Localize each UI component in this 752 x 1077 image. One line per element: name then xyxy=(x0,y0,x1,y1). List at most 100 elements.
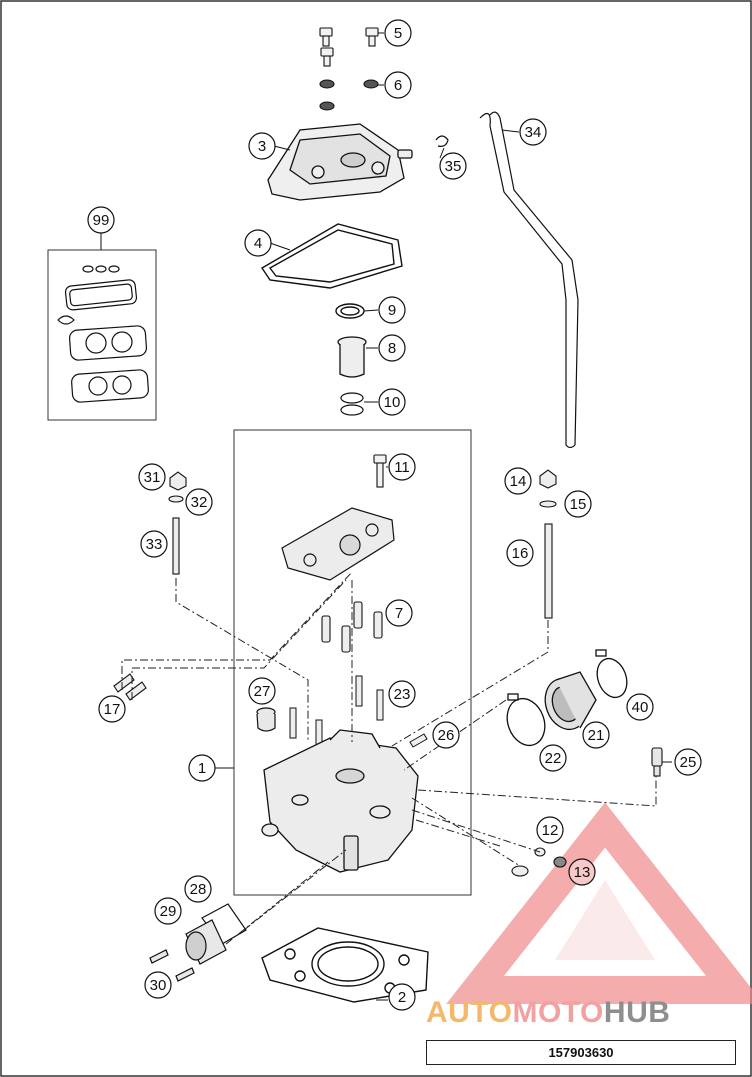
callout-23: 23 xyxy=(388,680,416,708)
cylinder-head-part xyxy=(261,729,419,873)
callout-circle xyxy=(506,539,534,567)
callout-circle xyxy=(388,983,416,1011)
callout-label: 11 xyxy=(394,459,410,476)
bolt-26-part xyxy=(409,733,428,748)
watermark-triangle-logo xyxy=(446,802,752,1004)
callout-label: 12 xyxy=(542,822,559,839)
callout-circle xyxy=(248,677,276,705)
callout-label: 33 xyxy=(146,536,163,553)
intake-boot-part xyxy=(544,671,597,731)
callout-label: 28 xyxy=(190,881,207,898)
callout-circle xyxy=(626,693,654,721)
callout-27: 27 xyxy=(248,677,276,705)
callout-circle xyxy=(388,453,416,481)
head-gasket-part xyxy=(261,927,429,1003)
callout-7: 7 xyxy=(385,599,413,627)
callout-label: 6 xyxy=(394,77,402,94)
callout-circle xyxy=(378,296,406,324)
callout-circle xyxy=(144,971,172,999)
clamp-40-part xyxy=(595,649,628,699)
washer-6-parts xyxy=(319,79,379,111)
callout-label: 34 xyxy=(525,124,542,141)
callout-label: 15 xyxy=(570,496,587,513)
callout-label: 16 xyxy=(512,545,529,562)
callout-circle xyxy=(248,132,276,160)
callout-circle xyxy=(439,152,467,180)
callout-circle xyxy=(384,19,412,47)
callout-circle xyxy=(519,118,547,146)
callout-circle xyxy=(536,816,564,844)
callout-circle xyxy=(385,599,413,627)
breather-hose-part xyxy=(479,111,579,449)
reference-number: 157903630 xyxy=(548,1045,614,1060)
head-assembly-box xyxy=(233,429,472,896)
callout-9: 9 xyxy=(378,296,406,324)
callout-11: 11 xyxy=(388,453,416,481)
callout-circle xyxy=(98,695,126,723)
callout-26: 26 xyxy=(432,721,460,749)
callout-2: 2 xyxy=(388,983,416,1011)
callout-label: 14 xyxy=(510,473,527,490)
callout-circle xyxy=(138,463,166,491)
callout-circle xyxy=(384,71,412,99)
callout-label: 8 xyxy=(388,340,396,357)
callout-label: 26 xyxy=(438,727,455,744)
guide-7-parts xyxy=(321,601,383,653)
callout-label: 2 xyxy=(398,989,406,1006)
camshaft-bracket-part xyxy=(281,507,395,581)
clamp-22-part xyxy=(506,693,546,747)
callout-circle xyxy=(568,858,596,886)
callout-28: 28 xyxy=(184,875,212,903)
callout-21: 21 xyxy=(582,721,610,749)
callout-circle xyxy=(582,721,610,749)
callout-label: 22 xyxy=(545,750,562,767)
callout-label: 9 xyxy=(388,302,396,319)
callout-circle xyxy=(87,206,115,234)
callout-circle xyxy=(674,748,702,776)
oring-10-parts xyxy=(340,392,364,416)
washer-12-13-parts xyxy=(511,847,567,877)
callout-circle xyxy=(378,334,406,362)
callout-label: 13 xyxy=(574,864,591,881)
callout-34: 34 xyxy=(519,118,547,146)
assembly-lines xyxy=(121,571,657,945)
callout-33: 33 xyxy=(140,530,168,558)
callout-25: 25 xyxy=(674,748,702,776)
callout-35: 35 xyxy=(439,152,467,180)
callout-30: 30 xyxy=(144,971,172,999)
callout-label: 4 xyxy=(254,235,262,252)
watermark-part-auto: AUTO xyxy=(426,996,513,1029)
callout-label: 99 xyxy=(93,212,110,229)
callout-32: 32 xyxy=(185,488,213,516)
callout-label: 30 xyxy=(150,977,167,994)
callout-circle xyxy=(185,488,213,516)
callout-label: 3 xyxy=(258,138,266,155)
callout-label: 23 xyxy=(394,686,411,703)
watermark-wordmark: AUTOMOTOHUB xyxy=(426,996,670,1030)
callout-circle xyxy=(154,897,182,925)
callout-label: 1 xyxy=(198,760,206,777)
callout-label: 17 xyxy=(104,701,121,718)
sensor-25-part xyxy=(651,747,663,777)
exhaust-flange-parts xyxy=(149,903,247,982)
sleeve-8-part xyxy=(337,336,367,378)
bolt-11-part xyxy=(373,454,387,488)
callout-1: 1 xyxy=(188,754,216,782)
callout-label: 21 xyxy=(588,727,605,744)
gasket-set-parts xyxy=(57,265,149,403)
bolt-17-parts xyxy=(113,673,147,701)
callout-3: 3 xyxy=(248,132,276,160)
callout-22: 22 xyxy=(539,744,567,772)
callout-circle xyxy=(140,530,168,558)
callout-14: 14 xyxy=(504,467,532,495)
callout-6: 6 xyxy=(384,71,412,99)
stud-left-parts xyxy=(168,471,187,575)
watermark-part-moto: MOTO xyxy=(512,996,604,1029)
callout-13: 13 xyxy=(568,858,596,886)
callout-circle xyxy=(244,229,272,257)
callout-circle xyxy=(564,490,592,518)
callout-circle xyxy=(188,754,216,782)
clamp-35-part xyxy=(435,135,449,147)
